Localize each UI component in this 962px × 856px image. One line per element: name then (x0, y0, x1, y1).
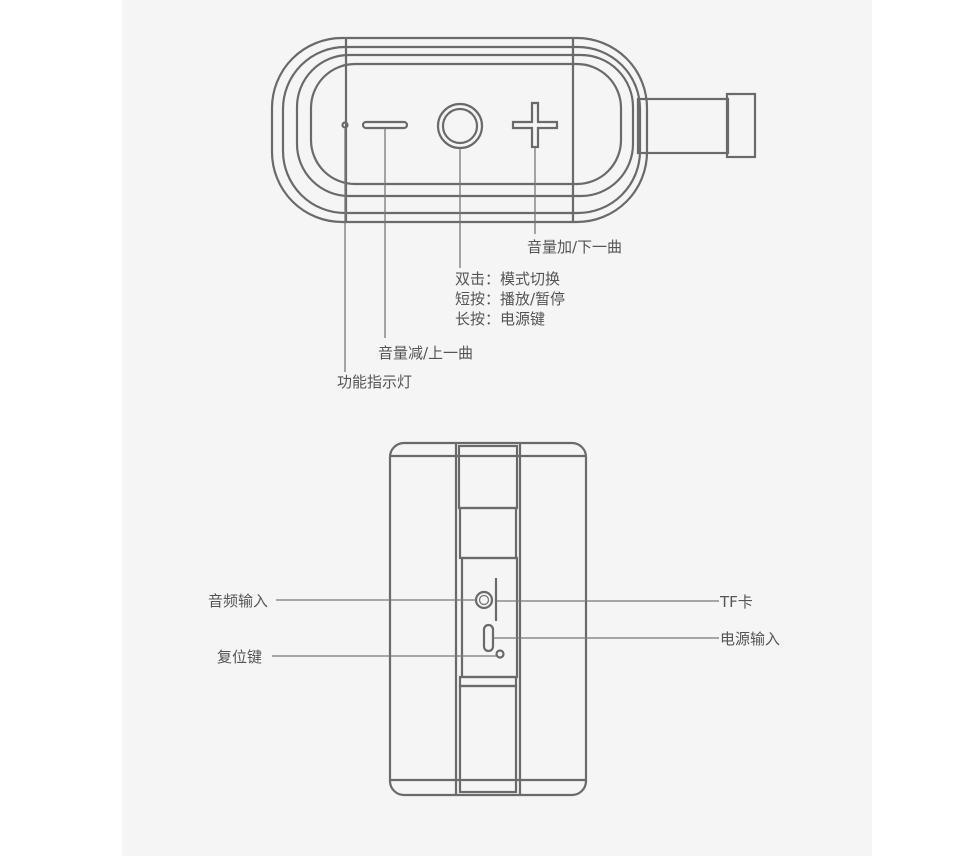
volume-up-button (511, 101, 559, 149)
strap (636, 92, 757, 159)
label-long-press: 长按：电源键 (455, 310, 545, 328)
label-power-in: 电源输入 (720, 630, 780, 648)
strap-block-bottom (458, 684, 518, 794)
reset-button (495, 649, 505, 659)
speaker-side-view: 音频输入 复位键 TF卡 电源输入 (208, 441, 780, 797)
usb-c-port (482, 623, 495, 653)
label-volume-up: 音量加/下一曲 (527, 238, 622, 256)
background-panel (122, 0, 872, 856)
label-volume-down: 音量减/上一曲 (378, 344, 473, 362)
indicator-light-icon (341, 121, 349, 129)
label-tf-card: TF卡 (719, 593, 753, 611)
audio-jack-icon (474, 590, 494, 610)
strap-divider (458, 675, 518, 688)
volume-down-button (361, 120, 409, 130)
label-audio-in: 音频输入 (208, 592, 268, 610)
speaker-top-view: 音量加/下一曲 双击：模式切换 短按：播放/暂停 长按：电源键 音量减/上一曲 … (270, 36, 757, 391)
strap-end (725, 92, 757, 159)
label-reset: 复位键 (217, 648, 262, 666)
label-double-click: 双击：模式切换 (455, 270, 560, 288)
label-short-press: 短按：播放/暂停 (455, 290, 565, 308)
shell-ring-2 (281, 45, 642, 215)
button-panel (309, 62, 623, 186)
strap-block-mid (458, 506, 518, 560)
strap-band (636, 97, 730, 155)
speaker-body (388, 441, 588, 797)
shell-ring-3 (295, 53, 635, 198)
play-pause-button (436, 102, 484, 150)
label-indicator: 功能指示灯 (337, 373, 412, 391)
port-panel (460, 556, 519, 679)
